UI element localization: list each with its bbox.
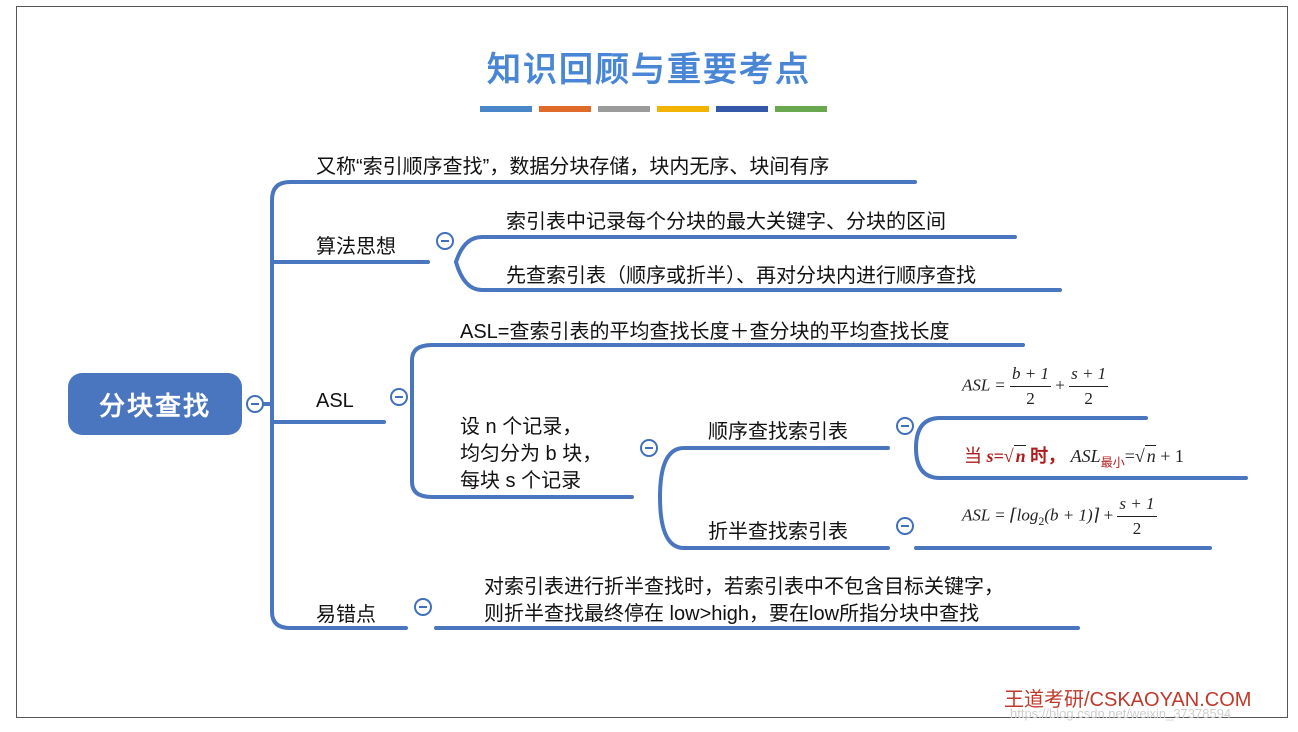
- asl-setup-line-3: 每块 s 个记录: [460, 470, 582, 492]
- pitfall-line-2: 则折半查找最终停在 low>high，要在low所指分块中查找: [484, 603, 980, 625]
- underline-idea-1: [454, 235, 1017, 264]
- idea-item-1: 索引表中记录每个分块的最大关键字、分块的区间: [506, 211, 946, 233]
- bin-plus: +: [1103, 505, 1114, 525]
- underline-asl-def: [410, 343, 1025, 424]
- title-color-bar: [598, 106, 650, 112]
- cond-shi: 时，: [1030, 446, 1067, 467]
- asl-setup-line-2: 均匀分为 b 块，: [460, 443, 603, 465]
- min-eq: =: [1124, 446, 1135, 466]
- pitfall-label: 易错点: [316, 604, 376, 626]
- title-color-bar: [657, 106, 709, 112]
- underline-asl-setup: [410, 420, 634, 499]
- underline-binary: [658, 495, 890, 550]
- seq-frac-1: b + 1 2: [1010, 364, 1051, 409]
- bin-asl-lhs: ASL =: [962, 505, 1006, 525]
- cond-s-eq: s=: [986, 446, 1004, 466]
- sqrt-icon-2: √: [1134, 446, 1145, 466]
- seq-frac-2-num: s + 1: [1069, 364, 1109, 387]
- title-color-bar: [775, 106, 827, 112]
- seq-asl-formula: ASL = b + 1 2 + s + 1 2: [962, 364, 1109, 409]
- bin-ceil-sub: 2: [1038, 513, 1045, 528]
- underline-seq-min: [914, 446, 1248, 480]
- underline-sequential: [658, 446, 890, 499]
- collapse-root-icon[interactable]: [246, 395, 264, 413]
- cond-dang: 当: [964, 446, 982, 467]
- watermark-brand: 王道考研/CSKAOYAN.COM: [1004, 689, 1252, 711]
- seq-min-formula: 当 s=√n 时， ASL最小=√n + 1: [964, 442, 1184, 471]
- collapse-pitfall-icon[interactable]: [414, 598, 432, 616]
- collapse-asl-icon[interactable]: [390, 388, 408, 406]
- seq-frac-1-den: 2: [1026, 389, 1035, 408]
- bin-frac-den: 2: [1132, 519, 1142, 538]
- slide-frame: [16, 6, 1288, 718]
- collapse-setup-icon[interactable]: [640, 439, 658, 457]
- bin-frac-num: s + 1: [1117, 494, 1157, 517]
- idea-item-2: 先查索引表（顺序或折半）、再对分块内进行顺序查找: [506, 265, 976, 287]
- definition-text: 又称“索引顺序查找”，数据分块存储，块内无序、块间有序: [316, 156, 830, 178]
- collapse-binary-icon[interactable]: [896, 517, 914, 535]
- sqrt-icon: √: [1003, 446, 1014, 466]
- bin-ceil-expr: ⌈log: [1010, 505, 1039, 525]
- min-tail: + 1: [1160, 446, 1184, 466]
- asl-label: ASL: [316, 390, 354, 412]
- root-label: 分块查找: [98, 390, 211, 421]
- bin-frac: s + 1 2: [1117, 494, 1157, 539]
- bin-ceil-tail: (b + 1)⌉: [1044, 505, 1100, 525]
- collapse-sequential-icon[interactable]: [896, 417, 914, 435]
- seq-plus: +: [1055, 375, 1065, 395]
- seq-asl-lhs: ASL =: [962, 375, 1006, 395]
- underline-seq-formula: [914, 416, 1148, 450]
- title-color-bar: [480, 106, 532, 112]
- seq-frac-1-num: b + 1: [1010, 364, 1051, 387]
- root-node[interactable]: 分块查找: [68, 373, 242, 435]
- asl-definition: ASL=查索引表的平均查找长度＋查分块的平均查找长度: [460, 321, 950, 343]
- pitfall-line-1: 对索引表进行折半查找时，若索引表中不包含目标关键字，: [484, 576, 1004, 598]
- binary-label: 折半查找索引表: [708, 521, 848, 543]
- title-color-bar: [539, 106, 591, 112]
- sequential-label: 顺序查找索引表: [708, 421, 848, 443]
- seq-frac-2: s + 1 2: [1069, 364, 1109, 409]
- connector-trunk: [270, 180, 292, 630]
- cond-sqrt-n: n: [1013, 445, 1026, 466]
- min-sub: 最小: [1100, 455, 1125, 470]
- collapse-idea-icon[interactable]: [436, 232, 454, 250]
- min-sqrt-n: n: [1144, 445, 1156, 466]
- underline-idea-2: [454, 260, 1062, 292]
- idea-label: 算法思想: [316, 236, 396, 258]
- watermark-url: https://blog.csdn.net/weixin_37378594: [1010, 706, 1232, 721]
- min-lhs: ASL: [1070, 446, 1101, 466]
- asl-setup-line-1: 设 n 个记录，: [460, 416, 583, 438]
- page-title: 知识回顾与重要考点: [487, 51, 811, 89]
- seq-frac-2-den: 2: [1084, 389, 1093, 408]
- title-color-bar: [716, 106, 768, 112]
